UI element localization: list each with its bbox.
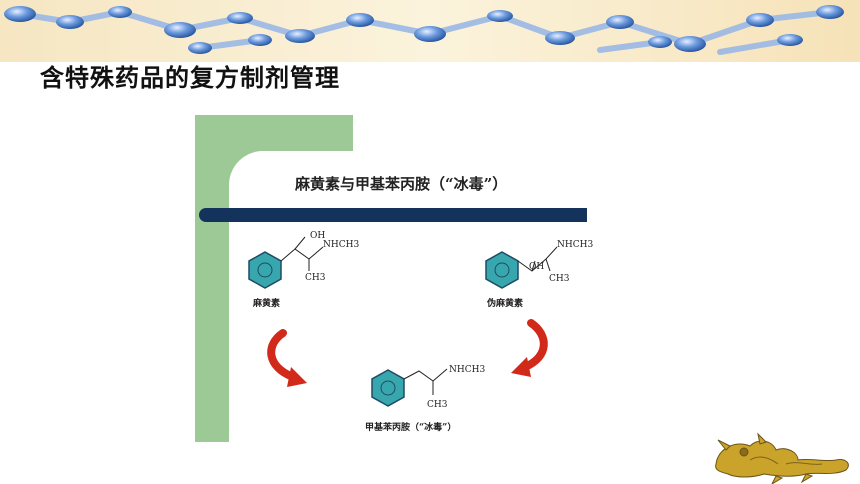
pseudoephedrine-name: 伪麻黄素	[487, 299, 524, 309]
pseudoephedrine-oh-label: OH	[529, 262, 544, 272]
slide-title: 含特殊药品的复方制剂管理	[40, 64, 340, 92]
methamphetamine-ch3-label: CH3	[427, 400, 448, 410]
methamphetamine-name: 甲基苯丙胺（“冰毒”）	[365, 423, 457, 433]
methamphetamine-nhch3-label: NHCH3	[449, 365, 485, 375]
reaction-arrow-icon	[267, 329, 307, 387]
ephedrine-name: 麻黄素	[253, 299, 281, 309]
structures-diagram: OH NHCH3 CH3 NHCH3 OH CH3 NHCH3 CH3	[248, 231, 593, 410]
chemistry-figure: 麻黄素与甲基苯丙胺（“冰毒”） OH NHCH3 CH3 NHCH3 OH CH…	[195, 115, 593, 442]
pseudoephedrine-ch3-label: CH3	[549, 274, 570, 284]
pseudoephedrine-nhch3-label: NHCH3	[557, 240, 593, 250]
figure-title: 麻黄素与甲基苯丙胺（“冰毒”）	[295, 175, 508, 193]
ephedrine-nhch3-label: NHCH3	[323, 240, 359, 250]
ephedrine-structure: OH NHCH3 CH3	[248, 231, 359, 289]
reaction-arrow-icon	[511, 319, 548, 377]
pseudoephedrine-structure: NHCH3 OH CH3	[485, 240, 593, 289]
methamphetamine-structure: NHCH3 CH3	[371, 365, 485, 410]
ephedrine-oh-label: OH	[310, 231, 325, 241]
molecule-banner	[0, 0, 860, 62]
dragon-logo-icon	[715, 432, 849, 484]
ephedrine-ch3-label: CH3	[305, 273, 326, 283]
figure-divider-bar	[199, 208, 587, 222]
figure-panel	[229, 151, 587, 442]
